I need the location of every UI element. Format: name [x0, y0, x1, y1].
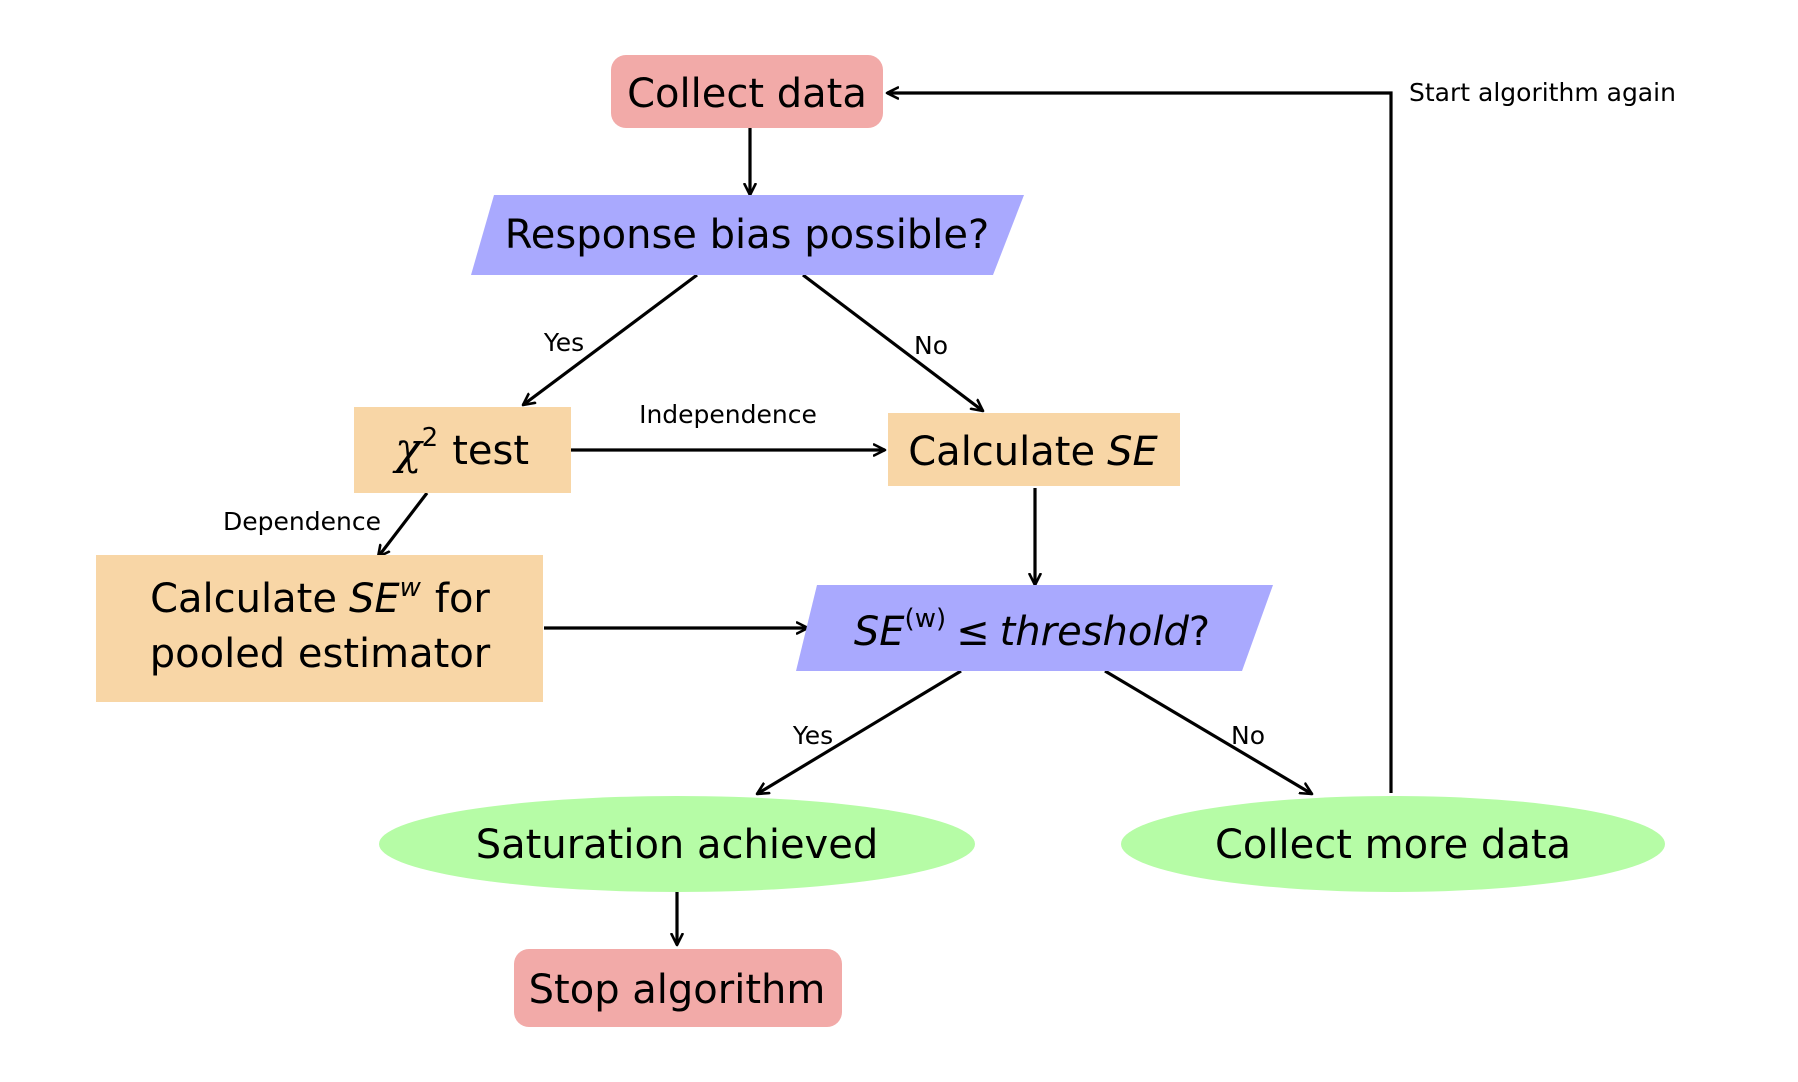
decision-shape — [471, 195, 1024, 275]
node-collect-more: Collect more data — [1121, 796, 1665, 892]
node-saturation: Saturation achieved — [379, 796, 975, 892]
threshold-word: threshold — [1000, 609, 1190, 655]
collect-more-label: Collect more data — [1215, 822, 1571, 868]
se-var: SE — [349, 576, 400, 622]
for-word: for — [435, 576, 491, 622]
se-var: SE — [1107, 429, 1158, 475]
calculate-word: Calculate — [908, 429, 1095, 475]
node-stop: Stop algorithm — [514, 949, 842, 1027]
label-no-bias: No — [914, 331, 948, 360]
response-bias-label: Response bias possible? — [505, 212, 989, 258]
edge-threshold-yes — [757, 669, 962, 796]
label-no-threshold: No — [1231, 721, 1265, 750]
outcome-shape — [379, 796, 975, 892]
terminal-shape — [611, 55, 883, 128]
decision-shape — [796, 585, 1273, 671]
node-calculate-se: Calculate SE — [888, 413, 1180, 486]
edge-restart-loop — [887, 93, 1393, 793]
edge-labels: Yes No Independence Dependence Yes No St… — [223, 78, 1676, 750]
edge-dependence — [378, 492, 429, 557]
calculate-sew-line2: pooled estimator — [150, 631, 491, 677]
node-chi-test: χ2 test — [354, 407, 571, 493]
se-var: SE — [854, 609, 905, 655]
label-restart: Start algorithm again — [1409, 78, 1676, 107]
leq-operator: ≤ — [956, 609, 990, 655]
process-shape — [96, 555, 543, 702]
edge-bias-yes — [523, 273, 698, 405]
calculate-word: Calculate — [150, 576, 337, 622]
edge-threshold-no — [1104, 669, 1312, 796]
w-superscript: w — [400, 573, 422, 603]
calculate-se-label: Calculate SE — [908, 429, 1158, 475]
threshold-label: SE(w) ≤threshold? — [854, 604, 1210, 655]
chi-exponent: 2 — [422, 423, 439, 453]
label-dependence: Dependence — [223, 507, 381, 536]
saturation-label: Saturation achieved — [476, 822, 878, 868]
chi-symbol: χ — [392, 424, 424, 475]
chi-test-word: test — [452, 428, 529, 474]
edge-bias-no — [802, 273, 983, 411]
label-yes-bias: Yes — [543, 328, 584, 357]
node-collect-data: Collect data — [611, 55, 883, 128]
process-shape — [354, 407, 571, 493]
edges — [378, 93, 1393, 945]
outcome-shape — [1121, 796, 1665, 892]
stop-label: Stop algorithm — [529, 967, 826, 1013]
process-shape — [888, 413, 1180, 486]
terminal-shape — [514, 949, 842, 1027]
label-independence: Independence — [639, 400, 817, 429]
collect-data-label: Collect data — [627, 71, 867, 117]
question-mark: ? — [1189, 609, 1210, 655]
node-threshold: SE(w) ≤threshold? — [796, 585, 1273, 671]
w-superscript: (w) — [905, 604, 947, 634]
chi-test-label: χ2 test — [392, 423, 529, 475]
node-response-bias: Response bias possible? — [471, 195, 1024, 275]
label-yes-threshold: Yes — [792, 721, 833, 750]
